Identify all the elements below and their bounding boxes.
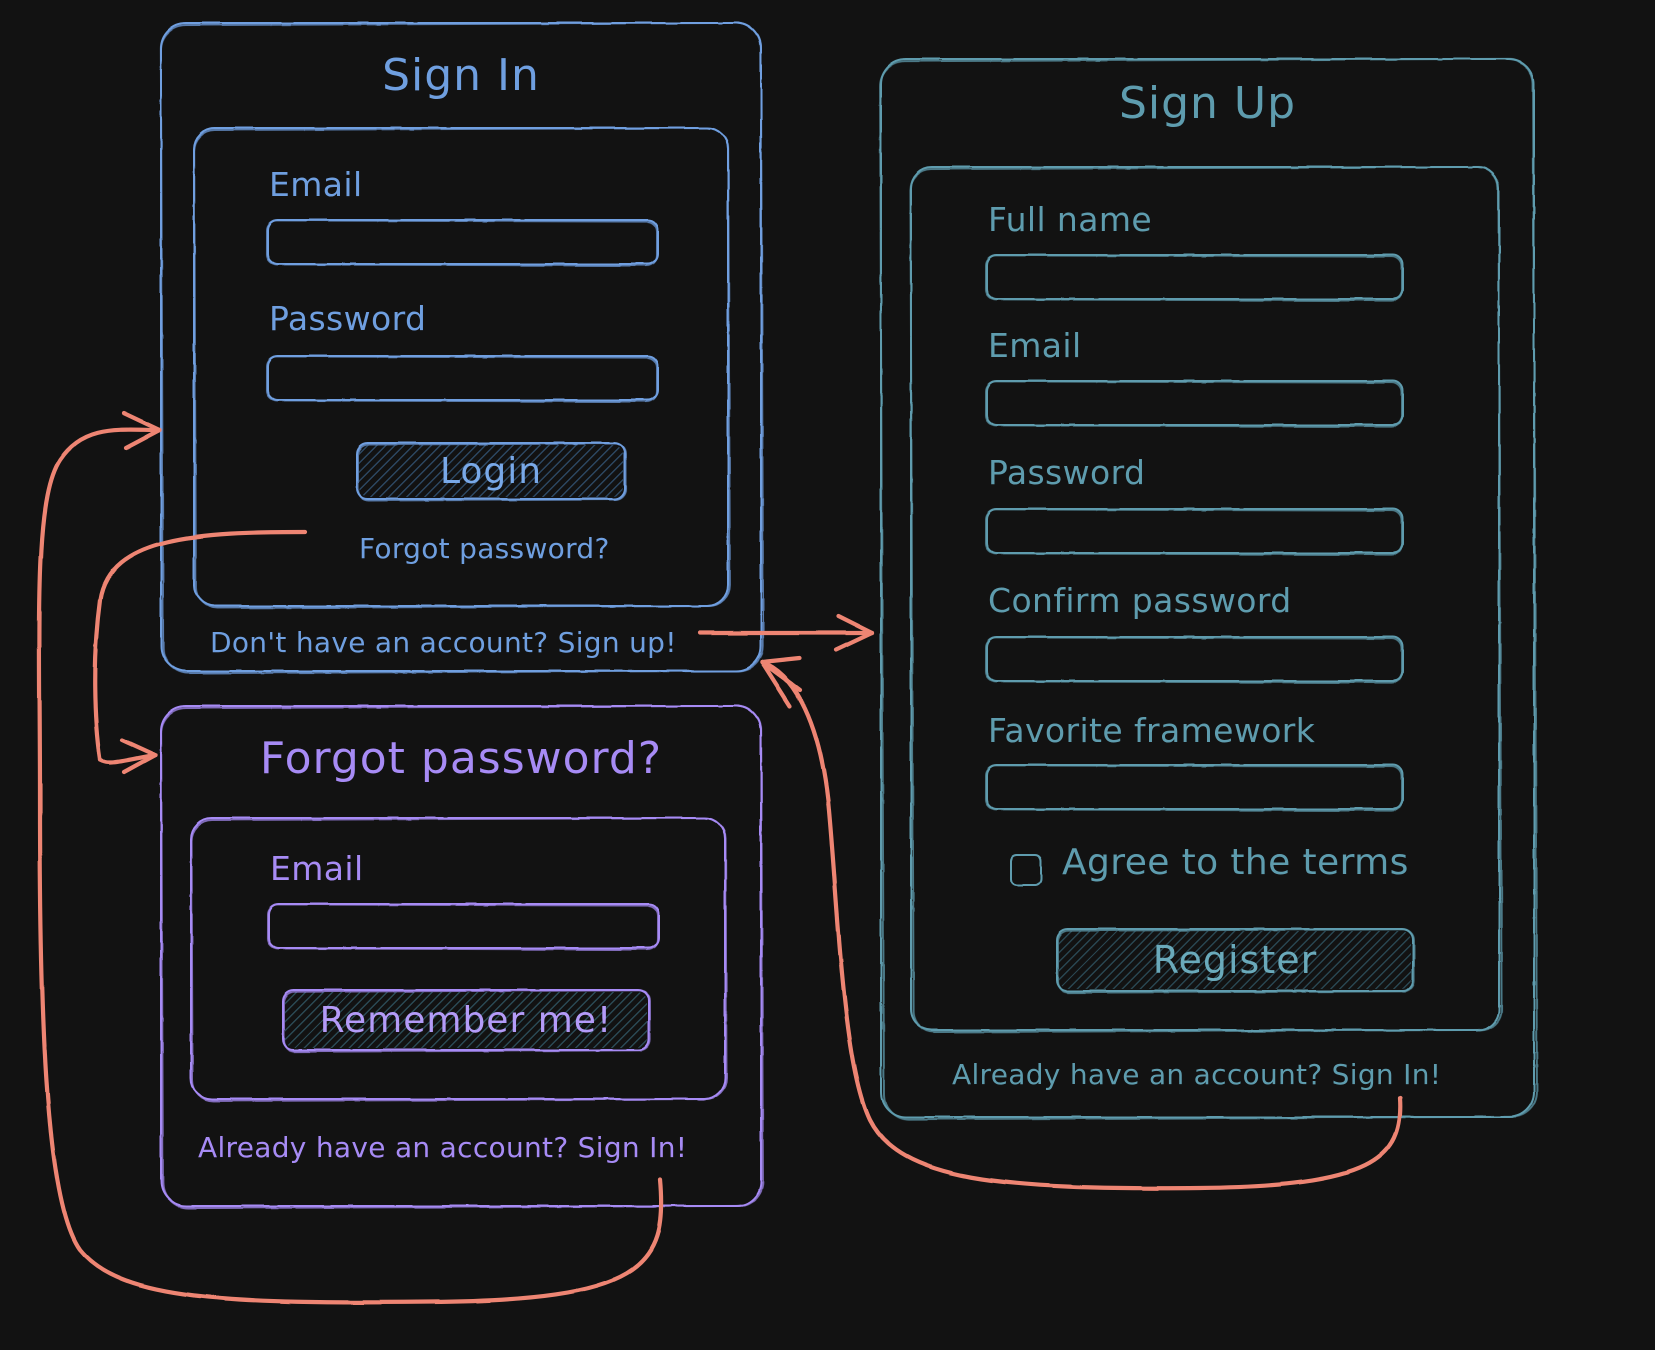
arrow-head-signin-from-signup-a [759, 655, 803, 665]
forgot-password-panel: Forgot password? Email Remember me! Alre… [160, 704, 764, 1210]
signup-password-label: Password [988, 453, 1146, 492]
signin-password-input-border [267, 355, 659, 401]
signup-fullname-input-border [986, 254, 1404, 300]
remember-me-button-label: Remember me! [319, 999, 613, 1041]
signup-fullname-input-border-2 [984, 254, 1404, 302]
signup-password-input-border-2 [984, 508, 1404, 556]
arrow-stub-signup-a [759, 659, 803, 693]
signup-framework-input-border-2 [984, 764, 1404, 812]
forgot-title: Forgot password? [259, 733, 663, 784]
arrow-forgot-link-to-forgot-panel [97, 752, 158, 765]
signin-email-input[interactable] [265, 219, 659, 267]
arrow-head-signin-b [123, 427, 163, 451]
signup-email-input-border-2 [984, 380, 1404, 428]
arrow-head-signin-a [121, 410, 163, 433]
signin-password-input-border-2 [265, 355, 659, 403]
signup-email-label: Email [988, 326, 1082, 365]
register-button[interactable]: Register [1056, 928, 1416, 994]
agree-terms-checkbox[interactable] [1010, 854, 1042, 886]
signin-password-label: Password [269, 299, 427, 338]
signup-fullname-label: Full name [988, 200, 1153, 239]
signup-password-input-border [986, 508, 1404, 554]
signup-panel: Sign Up Full name Email Password [878, 57, 1539, 1121]
signin-panel: Sign In Email Password Login Forgot pass [159, 21, 765, 675]
signin-email-label: Email [269, 165, 363, 204]
forgot-form-card: Email Remember me! [190, 816, 728, 1103]
signup-confirm-password-label: Confirm password [988, 581, 1292, 620]
remember-me-button[interactable]: Remember me! [282, 989, 652, 1053]
signup-footer-signin-link[interactable]: Already have an account? Sign In! [952, 1058, 1442, 1091]
arrow-head-signin-from-signup-b [759, 659, 795, 687]
agree-terms-checkbox-border [1010, 854, 1042, 886]
signup-confirm-password-input-border-2 [984, 636, 1404, 684]
arrow-head-forgot-panel-b [121, 752, 158, 775]
signup-fullname-input[interactable] [984, 254, 1404, 302]
signin-title: Sign In [382, 50, 540, 101]
signup-framework-label: Favorite framework [988, 711, 1316, 750]
forgot-password-link[interactable]: Forgot password? [359, 532, 610, 565]
signin-form-card: Email Password Login Forgot password? [193, 126, 731, 610]
login-button[interactable]: Login [356, 442, 628, 502]
signup-title: Sign Up [1118, 78, 1297, 129]
register-button-label: Register [1152, 938, 1318, 982]
arrow-stub-signup-b [759, 659, 793, 709]
arrow-head-signup-b [833, 630, 875, 653]
signup-confirm-password-input[interactable] [984, 636, 1404, 684]
signup-email-input[interactable] [984, 380, 1404, 428]
arrow-head-signup-a [835, 613, 875, 636]
login-button-label: Login [439, 450, 543, 492]
signup-form-card: Full name Email Password Confirm passwor… [909, 165, 1503, 1034]
signup-framework-input[interactable] [984, 764, 1404, 812]
signin-password-input[interactable] [265, 355, 659, 403]
signin-email-input-border-2 [265, 219, 659, 267]
forgot-footer-signin-link[interactable]: Already have an account? Sign In! [198, 1131, 688, 1164]
signin-footer-signup-link[interactable]: Don't have an account? Sign up! [210, 626, 677, 659]
forgot-email-input-border-2 [266, 903, 660, 951]
signup-password-input[interactable] [984, 508, 1404, 556]
forgot-email-input[interactable] [266, 903, 660, 951]
arrow-head-forgot-panel-a [119, 737, 158, 758]
agree-terms-label[interactable]: Agree to the terms [1062, 842, 1409, 883]
forgot-email-label: Email [270, 849, 364, 888]
signup-email-input-border [986, 380, 1404, 426]
signin-email-input-border [267, 219, 659, 265]
